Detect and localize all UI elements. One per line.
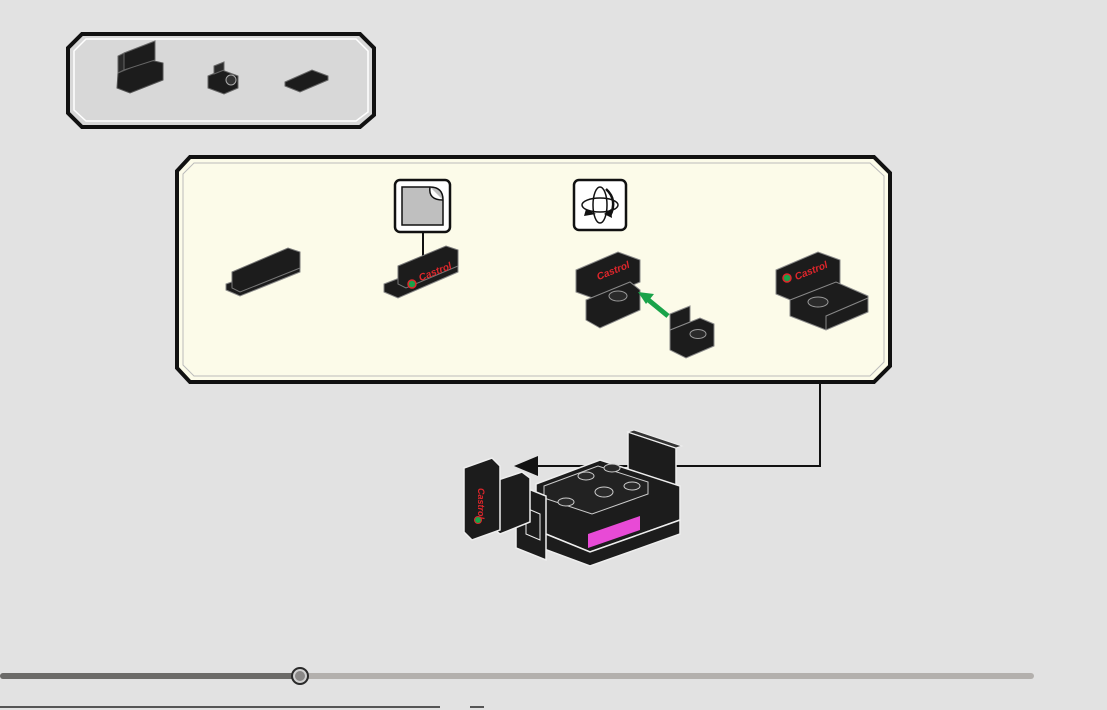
- main-model: Castrol: [464, 430, 682, 566]
- parts-callout: [68, 34, 374, 127]
- progress-handle[interactable]: [291, 667, 309, 685]
- sub-build-callout: Castrol Castrol: [177, 157, 890, 382]
- progress-slider[interactable]: [0, 670, 1034, 682]
- sticker-label: Castrol: [476, 488, 486, 520]
- progress-fill: [0, 673, 300, 679]
- sticker-icon: [402, 187, 443, 225]
